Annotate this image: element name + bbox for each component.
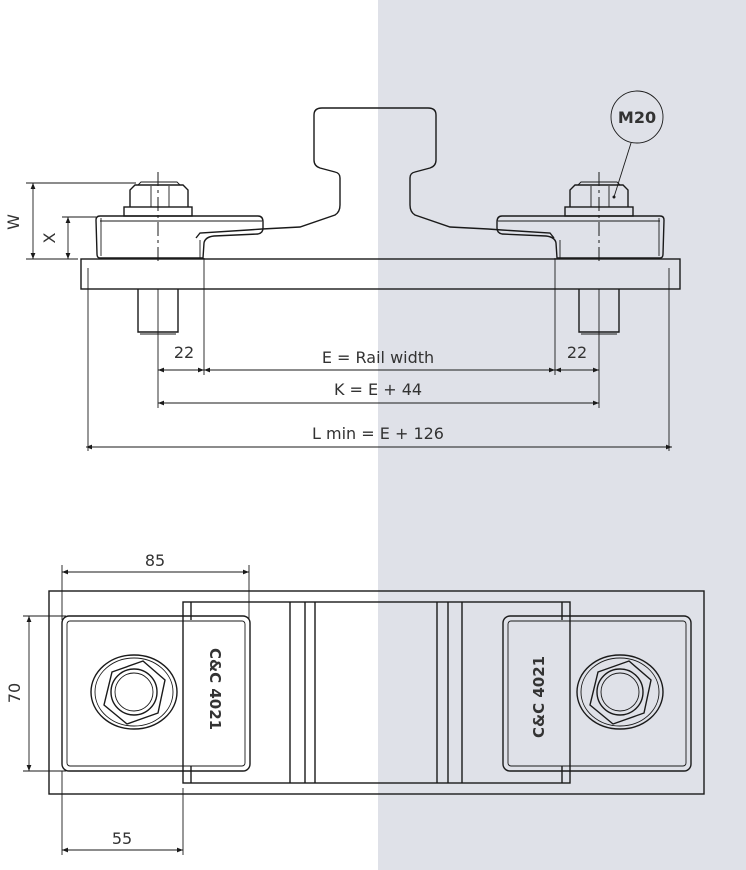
x-height-label: X	[40, 232, 59, 243]
bolt-callout: M20	[610, 90, 664, 199]
height-dimensions: W X	[4, 182, 136, 260]
rail-width-dimension-row: 22 E = Rail width 22	[158, 343, 599, 373]
top-base-plate	[48, 590, 705, 795]
offset-label: 55	[112, 829, 132, 848]
clip-length-label: 85	[145, 551, 165, 570]
top-view: C&C 4021 C&C 4021 85	[5, 551, 705, 855]
right-clip-top: C&C 4021	[502, 615, 692, 772]
offset-dimension: 55	[61, 771, 184, 855]
left-clip	[95, 172, 264, 335]
extension-lines	[87, 258, 670, 451]
clip-width-dimension: 70	[5, 615, 66, 772]
right-shaded-panel	[378, 0, 746, 870]
left-nut-top	[90, 654, 178, 730]
w-height-label: W	[4, 214, 23, 230]
left-clip-top: C&C 4021	[61, 615, 251, 772]
left-offset-label: 22	[174, 343, 194, 362]
rail-profile	[195, 107, 555, 239]
base-plate	[80, 258, 681, 290]
left-clip-marking: C&C 4021	[206, 648, 224, 730]
side-view: M20 W X 22 E = R	[4, 90, 681, 451]
left-nut	[129, 184, 189, 207]
clip-width-label: 70	[5, 683, 24, 703]
l-min-dimension-label: L min = E + 126	[312, 424, 444, 443]
right-offset-label: 22	[567, 343, 587, 362]
right-nut-top	[576, 654, 664, 730]
rail-width-label: E = Rail width	[322, 348, 434, 367]
l-min-dimension: L min = E + 126	[86, 424, 672, 450]
rail-foot	[182, 601, 571, 784]
k-dimension-label: K = E + 44	[334, 380, 422, 399]
bolt-size-label: M20	[618, 108, 656, 127]
k-dimension: K = E + 44	[158, 380, 599, 406]
right-clip-marking: C&C 4021	[530, 656, 548, 738]
right-clip	[496, 172, 665, 335]
clip-length-dimension: 85	[61, 551, 250, 620]
